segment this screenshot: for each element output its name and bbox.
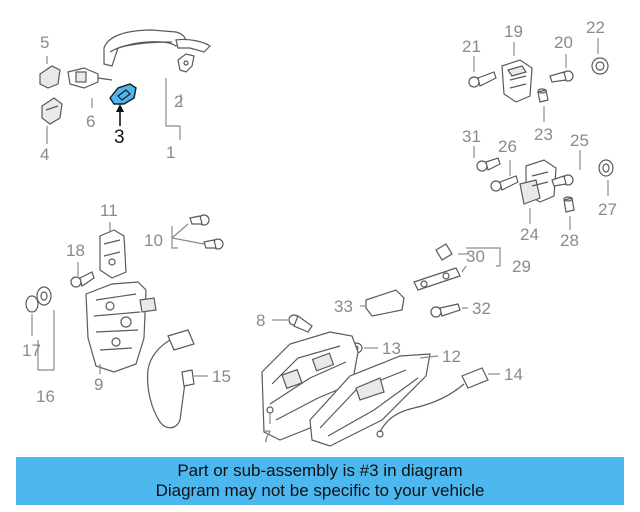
part-17-cap xyxy=(25,295,39,313)
part-6-lock-cylinder xyxy=(67,67,113,89)
callout-33: 33 xyxy=(334,297,353,316)
callout-26: 26 xyxy=(498,137,517,156)
callout-22: 22 xyxy=(586,18,605,37)
parts-diagram: 5 6 4 2 1 3 xyxy=(22,18,617,447)
callout-21: 21 xyxy=(462,37,481,56)
part-1-outside-handle xyxy=(103,29,211,67)
callout-12: 12 xyxy=(442,347,461,366)
part-14-cable xyxy=(376,367,489,438)
callout-32: 32 xyxy=(472,299,491,318)
callout-17: 17 xyxy=(22,341,41,360)
callout-9: 9 xyxy=(94,375,103,394)
part-25-bolt xyxy=(551,174,574,187)
callout-10: 10 xyxy=(144,231,163,250)
info-banner: Part or sub-assembly is #3 in diagram Di… xyxy=(16,457,624,505)
callout-25: 25 xyxy=(570,131,589,150)
part-3-handle-gasket-highlighted xyxy=(109,83,137,105)
callout-6: 6 xyxy=(86,112,95,131)
part-11-latch-bracket xyxy=(99,229,127,279)
callout-30: 30 xyxy=(466,247,485,266)
part-24-lower-hinge xyxy=(519,159,557,205)
part-30-check-strap xyxy=(413,243,461,291)
callout-4: 4 xyxy=(40,145,49,164)
part-23-pin xyxy=(537,88,549,103)
part-8-bolt xyxy=(288,314,313,333)
banner-line-1: Part or sub-assembly is #3 in diagram xyxy=(177,461,463,480)
part-4-cylinder-cover xyxy=(41,97,63,125)
part-28-pin xyxy=(563,196,575,213)
callout-1: 1 xyxy=(166,143,175,162)
part-2-handle-cap xyxy=(177,53,195,73)
callout-8: 8 xyxy=(256,311,265,330)
callout-3: 3 xyxy=(114,127,125,148)
part-10-screws xyxy=(189,214,224,250)
part-7-door-module xyxy=(261,331,359,441)
part-31-bolt xyxy=(476,157,501,172)
part-20-bolt xyxy=(549,70,574,83)
part-33-cover xyxy=(365,289,405,317)
part-12-window-regulator xyxy=(309,353,431,447)
callout-28: 28 xyxy=(560,231,579,250)
callout-2: 2 xyxy=(174,92,183,111)
banner-line-2: Diagram may not be specific to your vehi… xyxy=(155,481,485,500)
callout-5: 5 xyxy=(40,33,49,52)
callout-14: 14 xyxy=(504,365,523,384)
part-21-bolt xyxy=(468,71,497,88)
part-5-trim-piece xyxy=(39,65,61,89)
callout-20: 20 xyxy=(554,33,573,52)
callout-27: 27 xyxy=(598,200,617,219)
callout-31: 31 xyxy=(462,127,481,146)
part-26-bolt xyxy=(490,175,519,192)
callout-11: 11 xyxy=(100,201,118,220)
callout-23: 23 xyxy=(534,125,553,144)
callout-13: 13 xyxy=(382,339,401,358)
part-18-screw xyxy=(70,271,95,288)
part-22-bushing xyxy=(591,57,609,75)
callout-16: 16 xyxy=(36,387,55,406)
part-9-door-latch xyxy=(85,281,157,373)
callout-7: 7 xyxy=(262,427,271,446)
callout-18: 18 xyxy=(66,241,85,260)
part-16-cap xyxy=(36,286,52,306)
part-32-bolt xyxy=(430,303,461,318)
callout-29: 29 xyxy=(512,257,531,276)
callout-15: 15 xyxy=(212,367,231,386)
callout-19: 19 xyxy=(504,22,523,41)
part-15-cable xyxy=(147,329,195,429)
part-27-bushing xyxy=(598,159,614,177)
part-19-upper-hinge xyxy=(501,59,533,103)
callout-24: 24 xyxy=(520,225,539,244)
